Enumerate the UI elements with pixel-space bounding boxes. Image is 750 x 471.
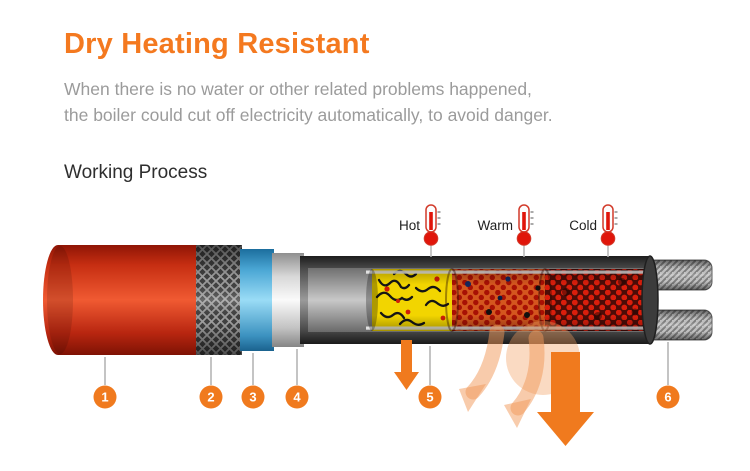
page-title: Dry Heating Resistant [64,28,370,60]
layer-blue-insulation [240,249,274,351]
conductive-core [366,268,646,332]
callout-leader-lines [104,342,669,385]
callout-5-number: 5 [426,390,433,405]
layer-white-inner-jacket [272,253,304,347]
subtitle-line-2: the boiler could cut off electricity aut… [64,105,553,126]
thermometer-warm-column [522,212,526,230]
warm-swoosh-arrowheads [459,384,531,428]
braid-shade [196,245,242,355]
hot-arrow-shaft [401,340,412,373]
thermometer-warm-group: Warm [478,204,534,257]
callout-6-number: 6 [664,390,671,405]
copper-wire-bottom-shade [646,310,712,340]
section-heading: Working Process [64,162,208,183]
layer-braided-shield [196,245,242,355]
warm-label: Warm [478,218,514,233]
thermometer-hot-bulb [423,231,439,246]
red-jacket-end-cap [47,246,73,354]
cold-label: Cold [569,218,597,233]
callout-2: 2 [199,385,223,409]
heat-emission [394,321,594,446]
callout-3-circle [241,385,265,409]
callout-4-number: 4 [293,390,301,405]
callout-4: 4 [285,385,309,409]
thermometer-hot-ticks [437,211,441,225]
subtitle-line-1: When there is no water or other related … [64,79,532,99]
thermometer-cold-column [606,212,610,230]
callout-1-number: 1 [101,390,108,405]
callout-4-circle [285,385,309,409]
warm-cold-boundary [538,268,552,332]
hot-heat-arrow [394,340,419,390]
cold-arrow-shaft [551,352,580,414]
core-left-cut-edge [366,269,378,331]
red-jacket-body [43,245,210,355]
copper-bus-wires [645,259,713,341]
callout-5: 5 [418,385,442,409]
copper-wire-top-shade [646,260,712,290]
thermometer-hot-group: Hot [399,204,441,257]
callout-6-circle [656,385,680,409]
thermometer-warm-bulb [516,231,532,246]
hot-label: Hot [399,218,420,233]
callout-3: 3 [241,385,265,409]
subtitle: When there is no water or other related … [64,76,553,129]
cable-cutaway-svg: Hot Warm Cold [43,204,713,446]
thermometer-hot-column [429,212,433,230]
thermometer-warm-ticks [530,211,534,225]
core-cylinder-shade [372,269,646,331]
thermometer-cold-ticks [614,211,618,225]
callout-1: 1 [93,385,117,409]
callout-3-number: 3 [249,390,256,405]
hot-arrow-head [394,372,419,390]
cold-arrow-head [537,412,594,446]
cold-heat-arrow [537,352,594,446]
callout-1-circle [93,385,117,409]
thermometer-cold-group: Cold [569,204,618,257]
callout-6: 6 [656,385,680,409]
callout-5-circle [418,385,442,409]
callout-2-number: 2 [207,390,214,405]
cable-cutaway-diagram: Hot Warm Cold [0,200,750,471]
hot-warm-boundary [445,268,459,332]
thermometer-cold-bulb [600,231,616,246]
callout-2-circle [199,385,223,409]
layer-outer-jacket-red [43,245,210,355]
tube-end-cap [641,255,659,345]
